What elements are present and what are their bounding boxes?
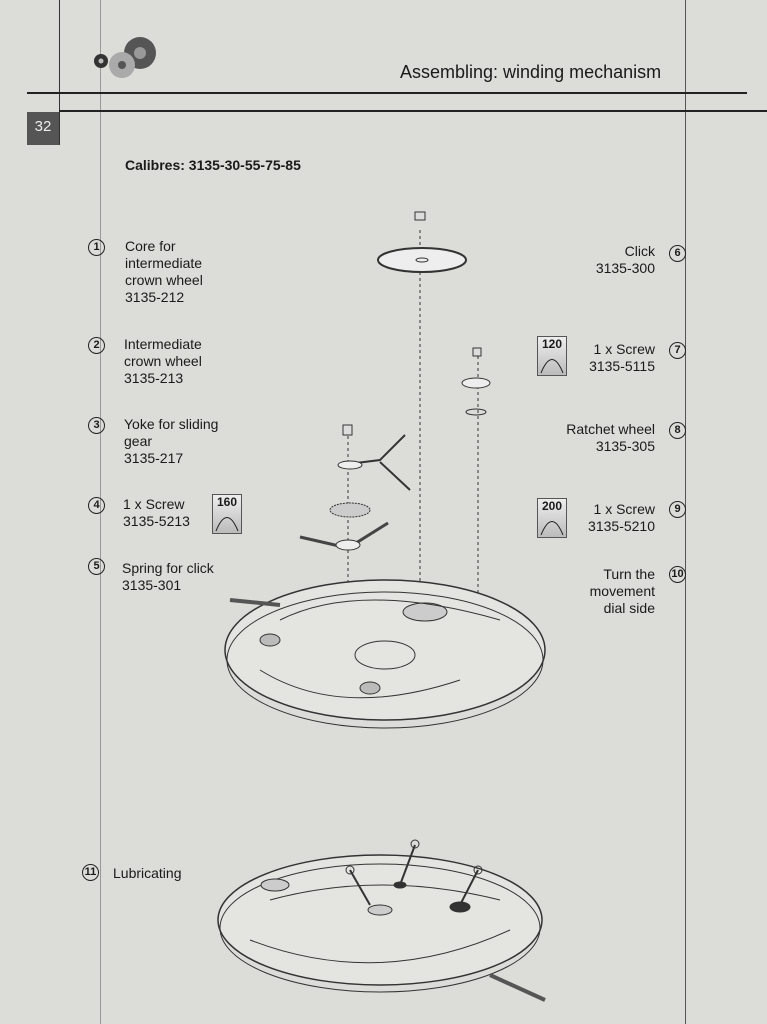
step-number: 6 — [669, 245, 686, 262]
step-text: 1 x Screw 3135-5115 — [589, 341, 655, 374]
header-rule — [27, 92, 747, 94]
step-number: 9 — [669, 501, 686, 518]
step-number: 4 — [88, 497, 105, 514]
step-text: Turn the movement dial side — [589, 566, 655, 616]
step-number: 3 — [88, 417, 105, 434]
step-text: Core for intermediate crown wheel 3135-2… — [125, 238, 203, 305]
step-number: 11 — [82, 864, 99, 881]
torque-value: 160 — [216, 495, 238, 509]
step-text: 1 x Screw 3135-5210 — [588, 501, 655, 534]
gears-logo-icon — [94, 37, 156, 78]
torque-value: 200 — [541, 499, 563, 513]
torque-badge: 160 — [212, 494, 242, 534]
page-number: 32 — [27, 112, 59, 145]
step-number: 1 — [88, 239, 105, 256]
step-text: Click 3135-300 — [595, 243, 655, 276]
step-number: 2 — [88, 337, 105, 354]
page-title: Assembling: winding mechanism — [400, 62, 662, 82]
calibres-heading: Calibres: 3135-30-55-75-85 — [125, 157, 301, 173]
step-number: 10 — [669, 566, 686, 583]
winding-mechanism-exploded-diagram — [224, 211, 546, 729]
step-number: 7 — [669, 342, 686, 359]
torque-value: 120 — [541, 337, 563, 351]
step-text: Spring for click 3135-301 — [122, 560, 214, 593]
header-rule — [59, 110, 767, 112]
step-text: Ratchet wheel 3135-305 — [566, 421, 655, 454]
torque-badge: 200 — [537, 498, 567, 538]
step-number: 5 — [88, 558, 105, 575]
step-text: Lubricating — [113, 865, 182, 881]
step-text: 1 x Screw 3135-5213 — [123, 496, 190, 529]
step-number: 8 — [669, 422, 686, 439]
step-text: Yoke for sliding gear 3135-217 — [124, 416, 219, 466]
margin-line — [59, 0, 60, 145]
movement-dial-side-diagram — [217, 839, 546, 1002]
step-text: Intermediate crown wheel 3135-213 — [124, 336, 202, 386]
torque-badge: 120 — [537, 336, 567, 376]
